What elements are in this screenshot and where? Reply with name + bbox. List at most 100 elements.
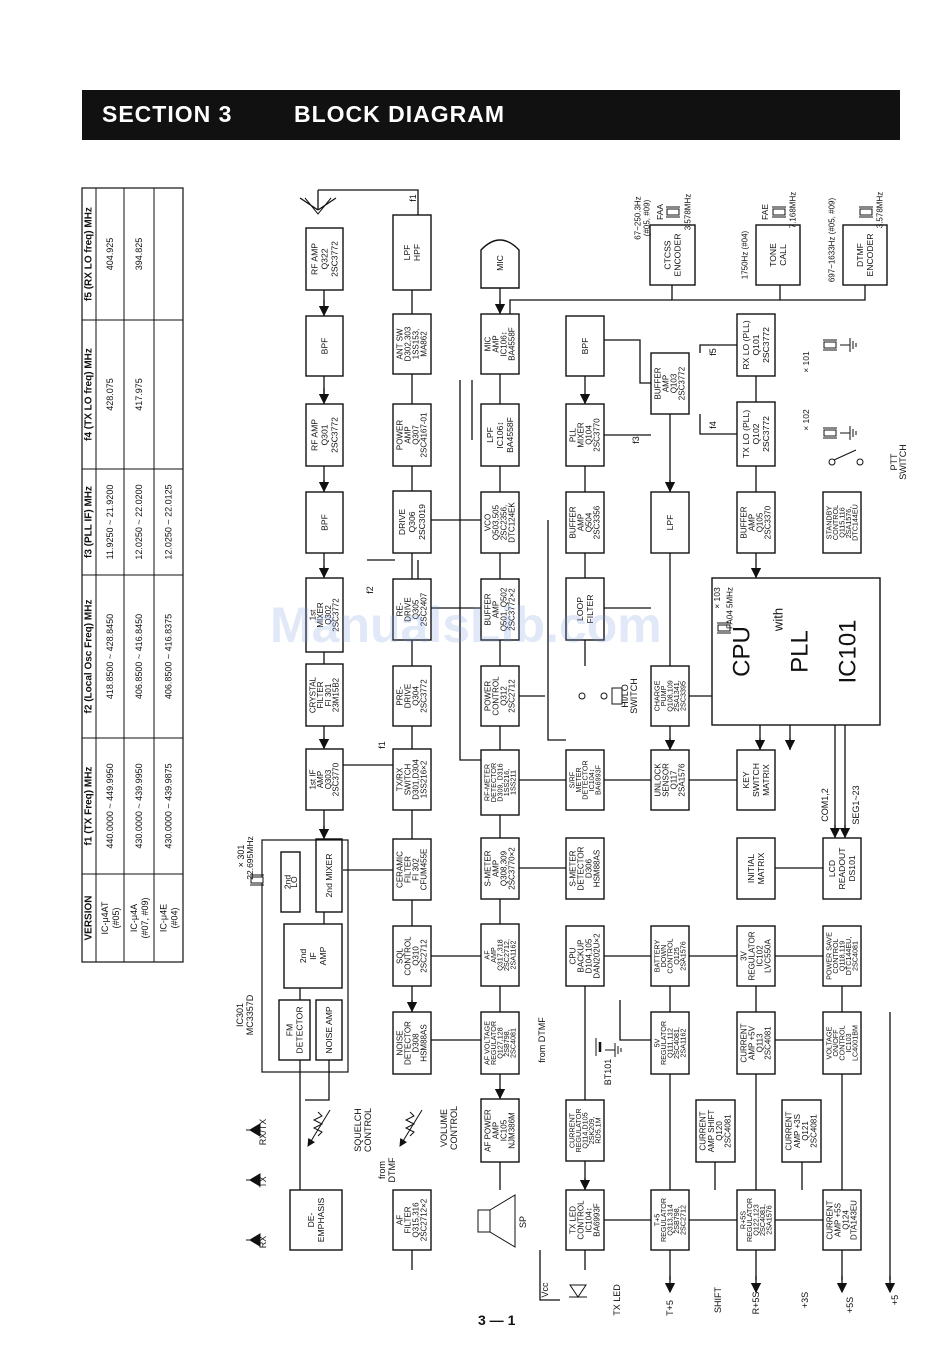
block-label: 2SC4081, xyxy=(758,1204,767,1236)
block-label: CURRENT xyxy=(785,1111,794,1150)
block-label: AMP +3S xyxy=(793,1114,802,1148)
block-label: with xyxy=(771,608,786,632)
block-label: PRE- xyxy=(396,686,405,705)
block-label: CONTROL xyxy=(831,938,840,973)
block-label: 2SC2407 xyxy=(420,592,429,626)
block-label: Q312 xyxy=(500,686,509,706)
label-hi-lo: HI/LO xyxy=(620,684,630,708)
block-label: HSM88AS xyxy=(593,850,602,887)
block-label: AMP xyxy=(492,335,501,352)
label-sp: SP xyxy=(518,1216,528,1228)
wire xyxy=(604,339,651,384)
block-label: 2SA1576 xyxy=(678,941,687,971)
block-label: AMP xyxy=(492,601,501,618)
block-label: Q118,119 xyxy=(838,941,847,972)
block-label: 2SC3772 xyxy=(329,241,339,277)
block-label: CFUM455E xyxy=(420,849,429,891)
block-label: DETECTOR xyxy=(577,846,586,890)
block-label: PUMP xyxy=(659,685,668,706)
label-fa04: FA04 5MHz xyxy=(726,587,735,629)
block-bpf-1: BPF xyxy=(305,315,344,377)
wire xyxy=(699,414,737,435)
table-header: f4 (TX LO freq) MHz xyxy=(84,348,95,441)
block-label: CONTROL xyxy=(838,1025,847,1060)
block-label: LVC550A xyxy=(764,939,773,973)
block-label: 2SC4081, xyxy=(672,1027,681,1059)
block-label: LO xyxy=(289,876,299,888)
block-label: D302,303 xyxy=(404,326,413,361)
table-header: f3 (PLL IF) MHz xyxy=(84,486,95,558)
block-label: 2SC2712 xyxy=(678,1205,687,1235)
block-label: Q307 xyxy=(412,425,421,445)
ptt-switch-icon[interactable] xyxy=(828,449,864,466)
block-label: S/RF xyxy=(568,771,577,788)
label-ctcss-freq: 67~250.3Hz xyxy=(634,196,643,239)
label-squelch2: CONTROL xyxy=(363,1108,373,1152)
block-label: CURRENT xyxy=(568,1112,577,1148)
block-label: 2SK209, xyxy=(587,1117,596,1145)
block-label: ANT SW xyxy=(396,328,405,359)
block-label: Q117 xyxy=(670,770,679,790)
block-label: MIC xyxy=(484,336,493,351)
block-label: DE- xyxy=(306,1212,316,1227)
block-mic: MIC xyxy=(480,239,520,289)
block-label: BPF xyxy=(580,338,590,355)
block-label: CONTROL xyxy=(492,676,501,716)
hi-lo-switch-icon[interactable] xyxy=(578,687,623,705)
block-label: AMP xyxy=(316,771,325,788)
block-label: Q105 xyxy=(756,512,765,532)
label-ctcss-xtal: 3.578MHz xyxy=(684,194,693,230)
block-label: 2SC3772×2 xyxy=(508,588,517,631)
block-label: Q303 xyxy=(324,769,333,789)
block-label: Q305 xyxy=(412,599,421,619)
table-cell: IC-μ4E xyxy=(159,904,169,932)
block-label: LPF xyxy=(665,515,675,531)
block-label: 2SC2712×2 xyxy=(420,1198,429,1241)
block-label: HSM88AS xyxy=(420,1024,429,1061)
block-label: AMP xyxy=(748,514,757,531)
crystal-faa-icon xyxy=(666,206,680,218)
block-label: AF xyxy=(483,950,492,960)
block-label: ON/OFF xyxy=(831,1029,840,1057)
block-label: DRIVE xyxy=(397,509,407,536)
table-header: VERSION xyxy=(84,895,95,940)
block-label: DRIVE xyxy=(404,597,413,621)
label-volume2: CONTROL xyxy=(449,1106,459,1150)
tx-input-icon xyxy=(246,1173,261,1187)
block-label: BUFFER xyxy=(740,506,749,538)
block-label: Q310 xyxy=(412,946,421,966)
label-x103: × 103 xyxy=(712,587,722,609)
block-label: Q101 xyxy=(751,334,761,355)
table-cell: 418.8500 ~ 428.8450 xyxy=(105,614,115,699)
wire xyxy=(699,344,737,353)
block-label: TONE xyxy=(768,243,778,267)
table-cell: 406.8500 ~ 416.8375 xyxy=(164,614,174,699)
label-x102: × 102 xyxy=(801,409,811,431)
section-header: SECTION 3 BLOCK DIAGRAM xyxy=(82,90,900,140)
block-label: Q125 xyxy=(672,947,681,965)
signal-wires xyxy=(299,189,896,1301)
block-label: 2SA1576, xyxy=(844,507,853,539)
block-label: AF POWER xyxy=(484,1109,493,1152)
block-label: 3V xyxy=(740,950,749,960)
block-label: REGULATOR xyxy=(489,1021,498,1065)
antenna-icon xyxy=(304,197,332,215)
volume-pot-icon xyxy=(399,1109,423,1147)
block-label: AMP xyxy=(492,1122,501,1139)
block-label: EMPHASIS xyxy=(316,1198,326,1243)
block-label: MIXER xyxy=(316,602,325,628)
block-label: 2SB798, xyxy=(502,1029,511,1057)
block-label: FILTER xyxy=(316,681,325,708)
label-from-dtmf-2: DTMF xyxy=(387,1157,397,1182)
block-label: Q313,314 xyxy=(666,1204,675,1236)
